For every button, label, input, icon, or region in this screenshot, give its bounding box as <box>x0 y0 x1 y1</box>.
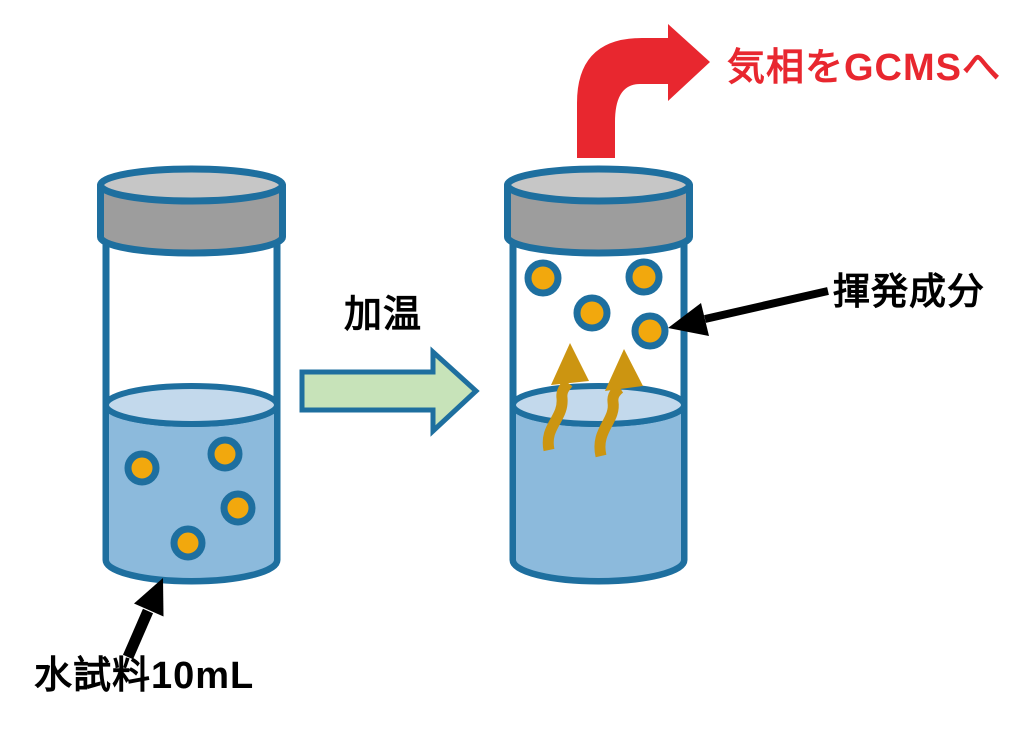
left-vial <box>97 165 286 585</box>
volatile-pointer-arrow <box>668 287 829 336</box>
gas-bubble <box>573 294 611 332</box>
liquid-bubble <box>124 450 160 486</box>
vapor-arrow <box>542 343 589 452</box>
sample-pointer-arrow <box>122 578 164 660</box>
volatile-component-label: 揮発成分 <box>833 271 985 312</box>
right-vial-cap-top <box>504 165 693 205</box>
left-liquid-surface <box>103 383 280 427</box>
vapor-arrow-head <box>605 349 643 391</box>
liquid-bubble <box>170 525 206 561</box>
gas-bubble <box>524 259 562 297</box>
left-vial-cap-top <box>97 165 286 205</box>
heating-arrow <box>299 346 480 437</box>
gas-to-gcms-label: 気相をGCMSへ <box>727 47 1002 89</box>
gas-bubble <box>625 258 663 296</box>
gcms-arrow <box>577 24 710 158</box>
vapor-arrow <box>594 349 643 458</box>
vapor-arrow-head <box>551 343 589 385</box>
right-vial <box>504 165 693 585</box>
water-sample-label: 水試料10mL <box>34 655 255 697</box>
gas-bubble <box>631 312 669 350</box>
right-liquid-surface <box>510 383 687 427</box>
liquid-bubble <box>220 490 256 526</box>
heating-label: 加温 <box>344 294 423 336</box>
liquid-bubble <box>207 436 243 472</box>
